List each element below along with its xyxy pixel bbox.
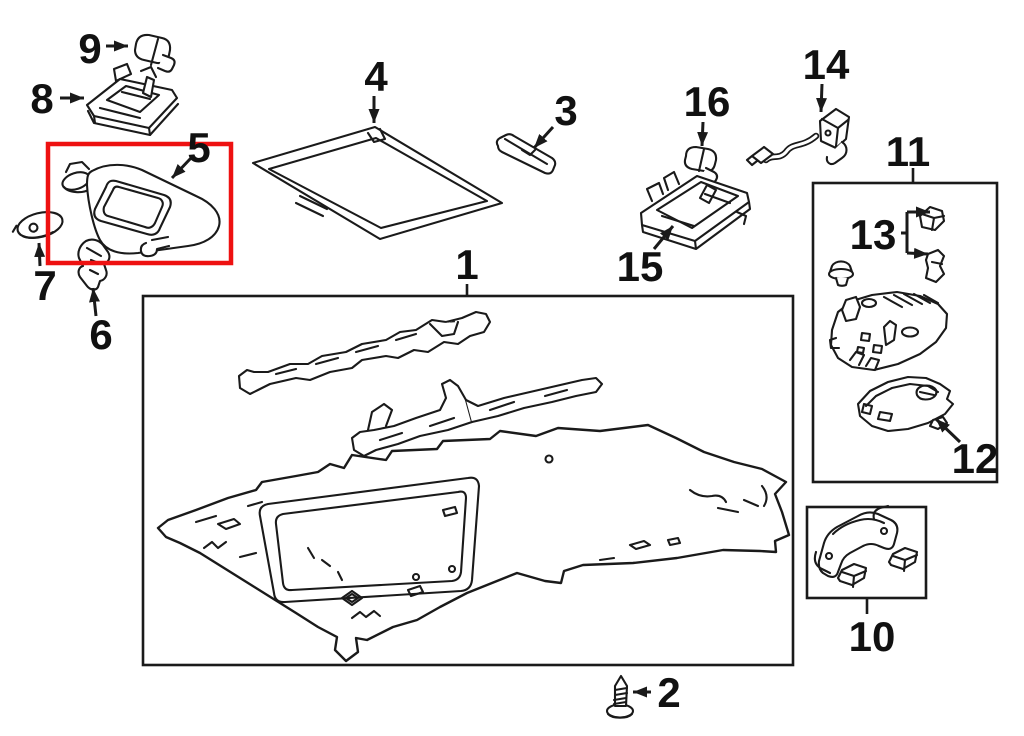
part-label-16[interactable]: 16	[684, 78, 731, 125]
part-label-13[interactable]: 13	[850, 211, 897, 258]
part-5-sun-visor-drawing[interactable]	[60, 160, 221, 258]
visor-mirror-bezel	[93, 179, 172, 236]
part-label-11[interactable]: 11	[886, 128, 930, 175]
callout-arrows	[34, 40, 962, 698]
part-15-arrow	[652, 225, 675, 250]
part-13-arrow-lower	[906, 247, 929, 259]
part-9-bulb-drawing[interactable]	[133, 33, 176, 73]
part-3-bracket-drawing[interactable]	[495, 133, 557, 175]
part-label-5[interactable]: 5	[187, 124, 210, 171]
part-1-roof-headlining-drawing[interactable]	[156, 310, 791, 663]
console-grommet-drawing[interactable]	[827, 260, 855, 287]
part-label-6[interactable]: 6	[89, 311, 112, 358]
part-label-12[interactable]: 12	[952, 435, 999, 482]
part-label-4[interactable]: 4	[364, 53, 388, 100]
part-2-screw-drawing[interactable]	[605, 674, 635, 719]
part-label-2[interactable]: 2	[657, 669, 680, 716]
part-16-arrow	[697, 121, 709, 147]
part-14-arrow	[816, 83, 827, 113]
callout-labels: 1 2 3 4 5 6 7 8 9 10 11 12 13 14 15 16	[30, 25, 998, 716]
part-7-arrow	[34, 242, 46, 267]
part-5-arrow	[170, 156, 193, 180]
part-12-lens-cover-drawing[interactable]	[856, 375, 955, 433]
part-4-sunshade-drawing[interactable]	[251, 125, 504, 241]
part-label-8[interactable]: 8	[30, 75, 53, 122]
part-6-arrow	[89, 287, 100, 317]
part-11-group-box	[811, 181, 999, 484]
part-7-visor-cap-drawing[interactable]	[10, 208, 65, 244]
part-label-15[interactable]: 15	[617, 243, 664, 290]
part-8-lamp-housing-drawing[interactable]	[85, 62, 180, 137]
part-label-10[interactable]: 10	[849, 613, 896, 660]
part-13-clips-drawing[interactable]	[918, 205, 946, 284]
part-label-7[interactable]: 7	[33, 262, 56, 309]
part-label-1[interactable]: 1	[455, 241, 478, 288]
headlining-outline	[156, 423, 791, 663]
part-label-14[interactable]: 14	[803, 41, 850, 88]
part-label-9[interactable]: 9	[78, 25, 101, 72]
part-13-bracket	[901, 212, 909, 253]
part-14-wire-bracket-drawing[interactable]	[745, 107, 851, 167]
part-label-3[interactable]: 3	[554, 87, 577, 134]
part-10-assist-grip-drawing[interactable]	[813, 504, 919, 589]
highlight-box-part-5	[45, 141, 234, 266]
roof-bow-front	[237, 310, 492, 396]
part-12-arrow	[934, 417, 962, 444]
sunroof-opening	[258, 476, 481, 604]
part-11-console-body-drawing[interactable]	[828, 290, 949, 372]
part-3-arrow	[532, 125, 555, 150]
part-15-lamp-assembly-drawing[interactable]	[639, 170, 752, 251]
